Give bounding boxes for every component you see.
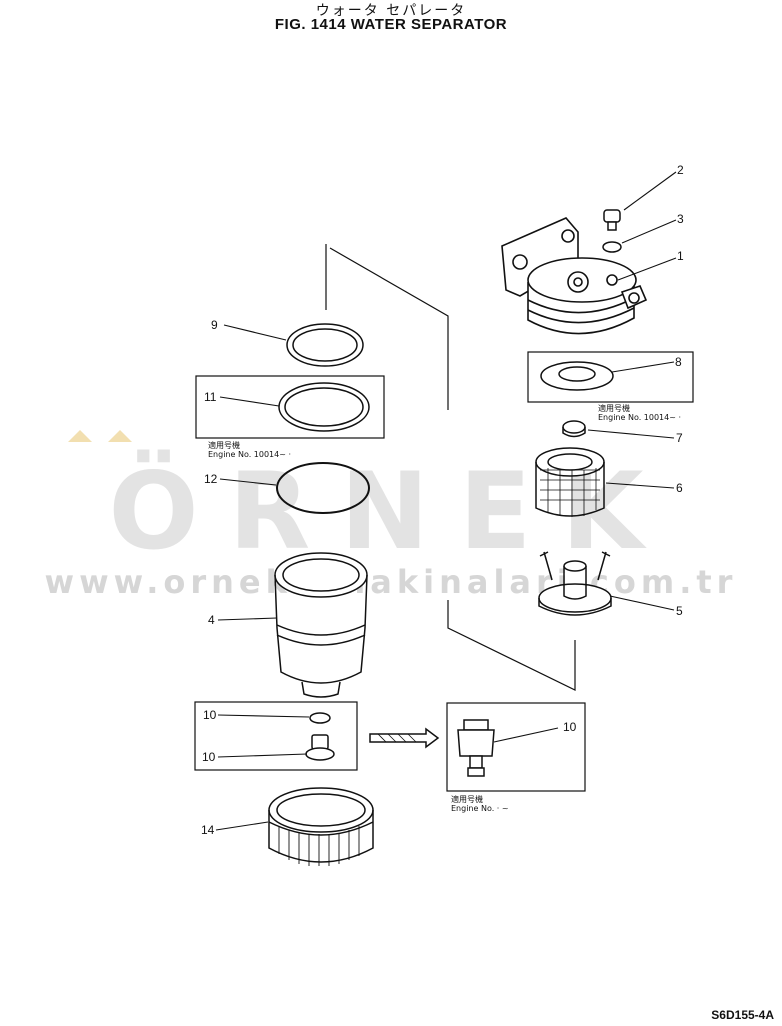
note-box12-engine: Engine No. 10014~ · xyxy=(208,450,292,459)
assembly-guide-lines xyxy=(325,244,576,691)
callout-10-left: 10 xyxy=(202,750,216,764)
arrow-icon xyxy=(369,727,440,749)
part-10-11-box xyxy=(194,701,358,771)
part-9-o-ring xyxy=(286,323,364,367)
callout-12: 11 xyxy=(204,390,217,404)
callout-8: 8 xyxy=(675,355,682,369)
callout-6: 6 xyxy=(676,481,683,495)
callout-7: 7 xyxy=(676,431,683,445)
figure-title-jp: ウォータ セパレータ xyxy=(315,3,467,19)
note-box10-engine: Engine No. · ~ xyxy=(451,804,509,813)
callout-13: 12 xyxy=(204,472,218,486)
part-5-element-holder xyxy=(538,551,612,616)
callout-11: 10 xyxy=(203,708,217,722)
part-8-box xyxy=(527,351,694,403)
part-10-detail-box xyxy=(446,702,586,792)
figure-title: FIG. 1414 WATER SEPARATOR xyxy=(274,16,508,33)
note-box8-engine: Engine No. 10014~ · xyxy=(598,413,682,422)
callout-leader-lines xyxy=(215,171,677,831)
callout-5: 5 xyxy=(676,604,683,618)
part-12-box xyxy=(195,375,385,439)
callout-4: 4 xyxy=(208,613,215,627)
watermark-accent-left xyxy=(68,430,92,442)
note-box10: 適用号機 Engine No. · ~ xyxy=(451,795,509,813)
callout-2: 2 xyxy=(677,163,684,177)
note-box8-jp: 適用号機 xyxy=(598,404,630,413)
callout-9: 9 xyxy=(211,318,218,332)
callout-14: 14 xyxy=(201,823,215,837)
part-7-seal-ring xyxy=(562,420,586,438)
note-box10-jp: 適用号機 xyxy=(451,795,483,804)
part-13-o-ring xyxy=(276,462,370,514)
part-6-filter-element xyxy=(535,447,605,517)
callout-1: 1 xyxy=(677,249,684,263)
part-3-washer xyxy=(602,241,622,253)
watermark-url: www.ornekismakinalari.com.tr xyxy=(44,563,738,601)
part-4-bowl xyxy=(274,552,368,698)
callout-numbers: 2 3 1 8 7 6 5 9 11 12 4 10 10 10 14 xyxy=(201,163,684,837)
part-1-separator-head xyxy=(501,217,648,335)
part-2-plug xyxy=(603,209,621,231)
note-box8: 適用号機 Engine No. 10014~ · xyxy=(598,404,681,422)
note-box12: 適用号機 Engine No. 10014~ · xyxy=(208,441,291,459)
figure-code: S6D155-4A xyxy=(711,1008,774,1022)
callout-3: 3 xyxy=(677,212,684,226)
note-box12-jp: 適用号機 xyxy=(208,441,240,450)
part-14-ring-nut xyxy=(268,787,374,866)
callout-10-right: 10 xyxy=(563,720,577,734)
watermark-accent-right xyxy=(108,430,132,442)
